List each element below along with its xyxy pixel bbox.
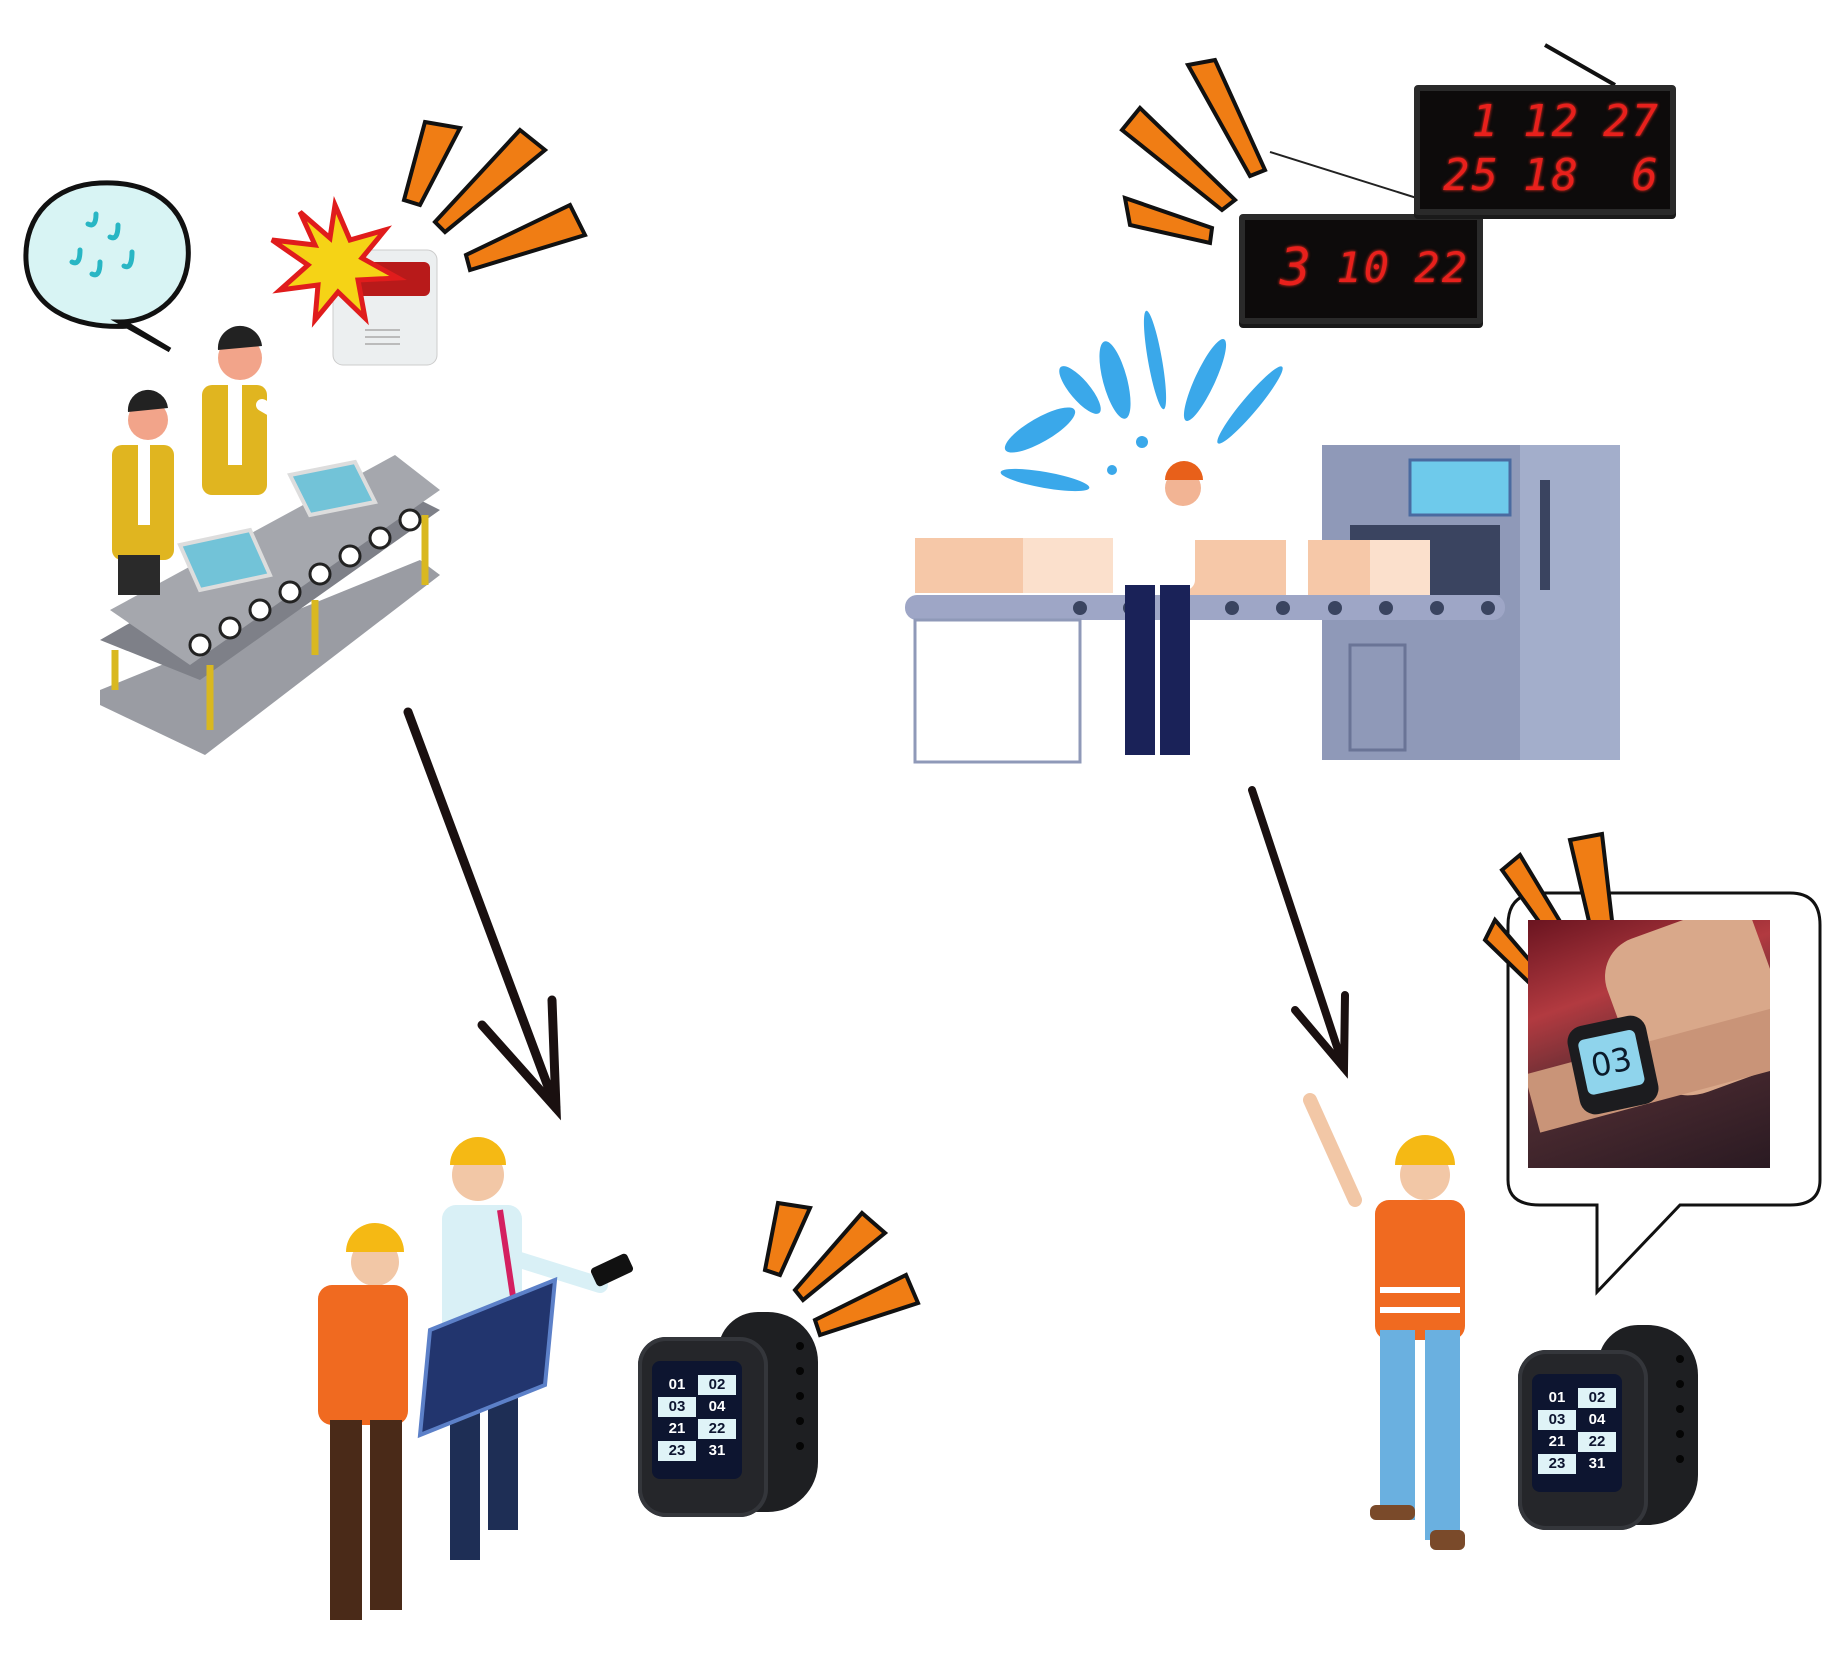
display-number: 12 [1523,96,1580,147]
call-number: 31 [1578,1454,1616,1474]
call-number: 21 [658,1419,696,1439]
alarm-device [270,195,438,366]
call-number: 22 [1578,1432,1616,1452]
watch-screen: 01 02 03 04 21 22 23 31 [652,1361,742,1479]
display-number: 18 [1523,150,1580,201]
led-display-large: 1 12 27 25 18 6 [1414,85,1676,215]
call-number: 23 [658,1441,696,1461]
engineers-illustration [318,1137,634,1620]
display-number: 1 [1471,96,1500,147]
watch-screen: 01 02 03 04 21 22 23 31 [1532,1374,1622,1492]
wrist-watch-photo: 03 [1528,920,1770,1168]
arrow-down-right-icon [403,707,561,1121]
call-number: 22 [698,1419,736,1439]
call-number: 03 [658,1397,696,1417]
watch-body: 01 02 03 04 21 22 23 31 [638,1337,768,1517]
display-number: 3 [1279,238,1313,298]
watch-body: 01 02 03 04 21 22 23 31 [1518,1350,1648,1530]
call-number: 03 [1538,1410,1576,1430]
call-number: 03 [1577,1028,1646,1096]
call-number: 02 [1578,1388,1616,1408]
call-number: 31 [698,1441,736,1461]
attention-rays-icon [762,1200,921,1338]
display-number: 6 [1631,150,1660,201]
call-number: 21 [1538,1432,1576,1452]
conveyor-workers-illustration [100,325,440,755]
explosion-burst-icon [270,195,407,328]
pager-watch: 01 02 03 04 21 22 23 31 [1518,1325,1708,1545]
display-number: 22 [1414,243,1469,292]
factory-machine-illustration [905,445,1620,764]
call-number: 04 [1578,1410,1616,1430]
call-number: 04 [698,1397,736,1417]
pager-watch: 01 02 03 04 21 22 23 31 [638,1312,828,1532]
splash-icon [1000,310,1283,492]
speech-bubble-left [23,180,191,353]
display-number: 27 [1603,96,1660,147]
worker-pointing-illustration [1303,1093,1465,1550]
call-number: 01 [1538,1388,1576,1408]
call-number: 01 [658,1375,696,1395]
led-display-small: 3 10 22 [1239,214,1483,324]
attention-rays-icon [1119,57,1268,246]
call-number: 02 [698,1375,736,1395]
attention-rays-icon [401,119,588,273]
call-number: 23 [1538,1454,1576,1474]
display-number: 10 [1336,243,1391,292]
display-number: 25 [1443,150,1500,201]
arrow-down-icon [1248,786,1349,1079]
